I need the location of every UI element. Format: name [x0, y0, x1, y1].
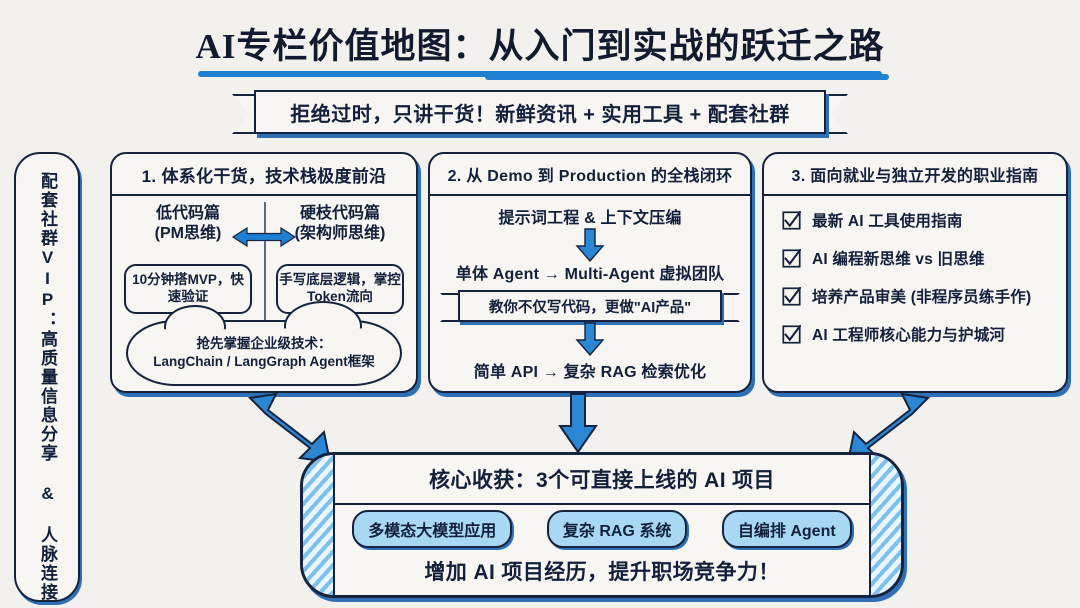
title-underline — [197, 71, 890, 80]
cloud-line-1: 抢先掌握企业级技术： — [196, 336, 332, 352]
page-title: AI专栏价值地图：从入门到实战的跃迁之路 — [190, 18, 891, 80]
list-item: 最新 AI 工具使用指南 — [782, 209, 1066, 231]
column-1-left-title: 低代码篇 — [155, 205, 220, 222]
column-1-header: 1. 体系化干货，技术栈极度前沿 — [112, 154, 416, 196]
column-2-callout-ribbon: 教你不仅写代码，更做"AI产品" — [440, 290, 740, 322]
checklist-label: 最新 AI 工具使用指南 — [812, 213, 963, 230]
column-1-left-detail-text: 10分钟搭MVP，快速验证 — [132, 272, 244, 304]
column-3-career-guide: 3. 面向就业与独立开发的职业指南 最新 AI 工具使用指南 AI 编程新思维 … — [762, 152, 1068, 393]
column-2-step-2: 单体 Agent → Multi-Agent 虚拟团队 — [455, 266, 725, 283]
connector-arrow-left — [247, 392, 332, 464]
checkbox-checked-icon — [782, 210, 801, 230]
project-chip[interactable]: 多模态大模型应用 — [352, 510, 513, 548]
bottom-summary-box: 核心收获：3个可直接上线的 AI 项目 多模态大模型应用 复杂 RAG 系统 自… — [300, 452, 904, 598]
column-2-step-1: 提示词工程 & 上下文压编 — [498, 210, 682, 227]
subtitle-ribbon: 拒绝过时，只讲干货！新鲜资讯 + 实用工具 + 配套社群 — [232, 90, 848, 134]
down-arrow-icon-2 — [575, 322, 605, 356]
list-item: 培养产品审美 (非程序员练手作) — [782, 285, 1066, 307]
column-3-checklist: 最新 AI 工具使用指南 AI 编程新思维 vs 旧思维 培养产品审美 (非程序… — [764, 196, 1066, 345]
column-1-cloud-callout: 抢先掌握企业级技术： LangChain / LangGraph Agent框架 — [126, 320, 402, 386]
column-3-header: 3. 面向就业与独立开发的职业指南 — [764, 154, 1066, 196]
project-chip[interactable]: 自编排 Agent — [721, 510, 852, 548]
bidirectional-arrow-icon — [231, 226, 297, 248]
project-chip-row: 多模态大模型应用 复杂 RAG 系统 自编排 Agent — [335, 509, 869, 549]
mini-ribbon-body: 教你不仅写代码，更做"AI产品" — [458, 290, 722, 322]
checkbox-checked-icon — [782, 286, 801, 306]
column-2-demo-to-production: 2. 从 Demo 到 Production 的全栈闭环 提示词工程 & 上下文… — [428, 152, 752, 393]
column-1-compare-row: 低代码篇 (PM思维) 硬枝代码篇 (架构师思维) — [112, 204, 416, 243]
checkbox-checked-icon — [782, 248, 801, 268]
sidebar-community-vip: 配套社群VIP：高质量信息分享 & 人脉连接 — [14, 152, 80, 602]
mini-ribbon-text: 教你不仅写代码，更做"AI产品" — [488, 299, 692, 316]
page-title-wrapper: AI专栏价值地图：从入门到实战的跃迁之路 — [0, 18, 1080, 80]
project-chip[interactable]: 复杂 RAG 系统 — [546, 510, 688, 548]
subtitle-banner-text: 拒绝过时，只讲干货！新鲜资讯 + 实用工具 + 配套社群 — [290, 103, 790, 126]
hatch-band-left — [303, 455, 335, 595]
subtitle-banner: 拒绝过时，只讲干货！新鲜资讯 + 实用工具 + 配套社群 — [254, 90, 826, 134]
column-2-body: 提示词工程 & 上下文压编 单体 Agent → Multi-Agent 虚拟团… — [430, 196, 750, 391]
list-item: AI 工程师核心能力与护城河 — [782, 323, 1066, 345]
column-1-divider — [264, 202, 266, 324]
column-3-body: 最新 AI 工具使用指南 AI 编程新思维 vs 旧思维 培养产品审美 (非程序… — [764, 196, 1066, 391]
column-2-header: 2. 从 Demo 到 Production 的全栈闭环 — [430, 154, 750, 196]
column-1-right-track: 硬枝代码篇 (架构师思维) — [264, 204, 416, 243]
column-1-left-track: 低代码篇 (PM思维) — [112, 204, 264, 243]
hatch-band-right — [869, 455, 901, 595]
bottom-summary-header: 核心收获：3个可直接上线的 AI 项目 — [333, 455, 871, 505]
column-1-body: 低代码篇 (PM思维) 硬枝代码篇 (架构师思维) 10分钟搭MVP，快速验证 … — [112, 196, 416, 391]
connector-arrow-right — [846, 392, 931, 464]
column-1-left-subtitle: (PM思维) — [154, 224, 222, 242]
cloud-line-2: LangChain / LangGraph Agent框架 — [153, 354, 375, 369]
checkbox-checked-icon — [782, 324, 801, 344]
checklist-label: AI 编程新思维 vs 旧思维 — [812, 251, 985, 268]
checklist-label: 培养产品审美 (非程序员练手作) — [812, 289, 1032, 306]
column-1-right-subtitle: (架构师思维) — [294, 224, 386, 242]
sidebar-vertical-text: 配套社群VIP：高质量信息分享 & 人脉连接 — [38, 172, 58, 602]
connector-arrow-middle — [558, 393, 598, 454]
bottom-summary-footer: 增加 AI 项目经历，提升职场竞争力！ — [424, 561, 780, 584]
column-1-systematic-content: 1. 体系化干货，技术栈极度前沿 低代码篇 (PM思维) 硬枝代码篇 (架构师思… — [110, 152, 418, 393]
column-2-step-3: 简单 API → 复杂 RAG 检索优化 — [473, 364, 707, 381]
column-1-right-detail-text: 手写底层逻辑，掌控Token流向 — [279, 272, 401, 304]
checklist-label: AI 工程师核心能力与护城河 — [812, 327, 1006, 344]
page-title-text: AI专栏价值地图：从入门到实战的跃迁之路 — [195, 27, 885, 66]
column-1-right-title: 硬枝代码篇 — [299, 205, 380, 222]
down-arrow-icon-1 — [575, 228, 605, 262]
list-item: AI 编程新思维 vs 旧思维 — [782, 247, 1066, 269]
